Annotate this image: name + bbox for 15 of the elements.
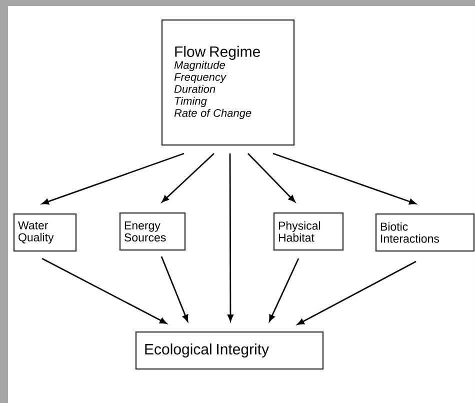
- process-box: Biotic Interactions: [376, 214, 474, 252]
- arrow: [42, 152, 184, 205]
- flow-regime-box: Flow Regime Magnitude Frequency Duration Timing Rate of Change: [162, 20, 294, 146]
- arrow: [248, 153, 296, 202]
- arrow: [162, 152, 214, 202]
- arrow: [228, 154, 234, 322]
- arrow: [272, 152, 416, 205]
- arrow: [268, 258, 300, 322]
- arrow: [160, 256, 188, 322]
- arrow: [297, 260, 416, 325]
- process-box: Water Quality: [14, 214, 76, 252]
- arrow: [42, 258, 167, 324]
- process-box: Energy Sources: [120, 212, 186, 250]
- process-box: Physical Habitat: [274, 212, 344, 250]
- outcome-box: Ecological Integrity: [136, 332, 324, 370]
